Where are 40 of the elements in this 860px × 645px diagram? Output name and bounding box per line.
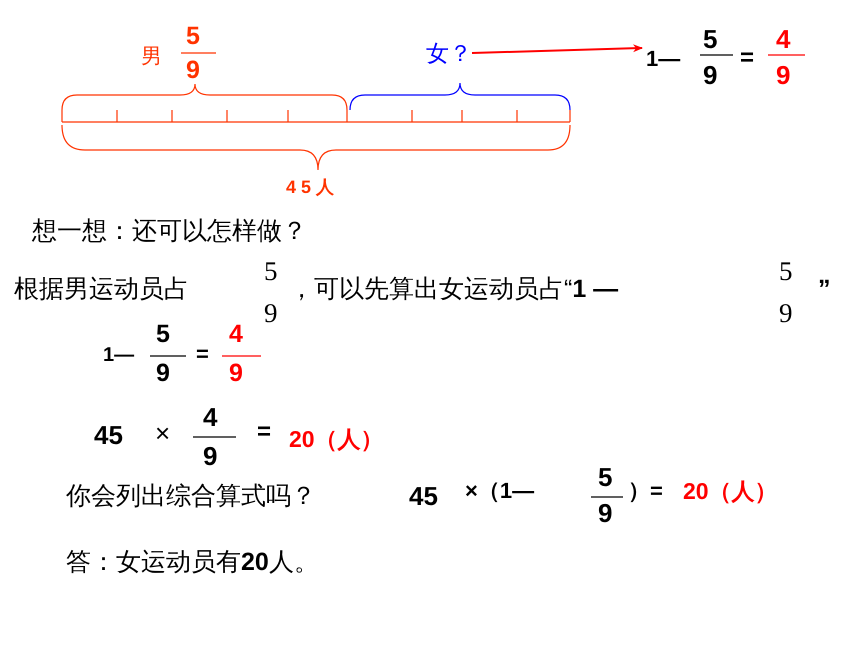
fraction-numerator: 5 [779,258,792,285]
fraction-numerator: 5 [264,258,278,285]
fraction-denominator: 9 [156,361,170,386]
math-text: × [155,420,170,446]
fraction-numerator: 4 [776,26,790,52]
fraction-denominator: 9 [203,443,218,469]
fraction-numerator: 4 [203,404,218,430]
fraction-denominator: 9 [776,62,790,88]
total-label: 4 5 人 [286,178,334,196]
answer-text: 20（人） [289,428,384,451]
sentence-text: ，可以先算出女运动员占“1 — [289,277,618,302]
fraction-denominator: 9 [229,361,243,386]
arrow [472,44,643,54]
fraction-denominator: 9 [703,62,718,88]
fraction-denominator: 9 [779,300,792,327]
question-text: 想一想：还可以怎样做？ [32,219,307,244]
math-text: ）= [628,480,663,502]
fraction-numerator: 5 [186,24,200,49]
fraction-denominator: 9 [598,500,612,526]
math-text: = [257,420,272,444]
sentence-text: 根据男运动员占 [14,277,189,302]
part-label: 男 [141,46,162,67]
math-text: 1— [646,48,680,70]
part-label: 女？ [426,42,472,65]
fraction-numerator: 5 [156,322,170,347]
math-text: = [196,343,209,365]
answer-sentence: 答：女运动员有20人。 [66,550,319,575]
fraction-numerator: 5 [598,464,612,490]
math-text: 45 [94,422,123,448]
question-text: 你会列出综合算式吗？ [66,484,316,509]
fraction-denominator: 9 [186,58,200,83]
fraction-numerator: 5 [703,26,718,52]
math-text: 45 [409,483,438,509]
math-text: ×（1— [465,480,534,502]
fraction-denominator: 9 [264,300,278,327]
answer-text: 20（人） [683,480,778,503]
fraction-numerator: 4 [229,322,243,347]
quote-mark: ” [818,277,830,302]
math-text: 1— [103,345,134,365]
math-text: = [740,46,754,70]
